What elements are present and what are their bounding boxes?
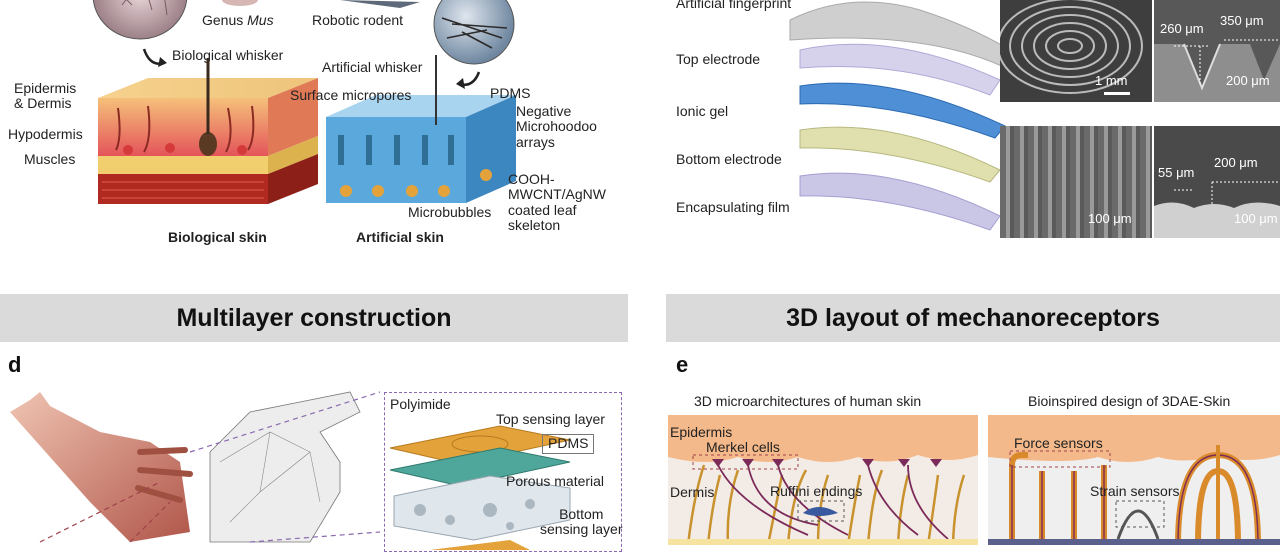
sem-image-cross-section-2: 55 μm 200 μm 100 μm: [1154, 126, 1280, 238]
mouse-skin-magnifier: [92, 0, 188, 40]
scale-100um-a: 100 μm: [1088, 211, 1132, 226]
fingerprint-label: Artificial fingerprint: [676, 0, 792, 11]
hypodermis-label: Hypodermis: [8, 126, 83, 142]
epidermis-dermis-label: Epidermis & Dermis: [14, 80, 77, 112]
sensor-layer-stack: [389, 425, 571, 550]
pdms-callout-box: [542, 434, 594, 454]
coated-skeleton-label: COOH- MWCNT/AgNW coated leaf skeleton: [508, 171, 606, 234]
banner-multilayer-construction: Multilayer construction: [0, 294, 628, 342]
exploded-layer-stack: [789, 1, 1011, 231]
merkel-cells-label: Merkel cells: [706, 439, 780, 455]
dermis-label: Dermis: [670, 484, 715, 500]
human-skin-cross-section: [668, 415, 978, 546]
genus-label: Genus Mus: [202, 12, 274, 28]
polyimide-label: Polyimide: [390, 396, 451, 412]
ruffini-endings-label: Ruffini endings: [770, 483, 863, 499]
ionic-gel-label: Ionic gel: [676, 103, 729, 119]
epidermis-label: Epidermis: [670, 424, 733, 440]
sem-image-texture: 100 μm: [1000, 126, 1152, 238]
artificial-skin-block: [326, 55, 516, 203]
force-sensors-label: Force sensors: [1014, 435, 1103, 451]
human-skin-title: 3D microarchitectures of human skin: [694, 393, 922, 409]
robotic-rodent-icon: [340, 0, 420, 8]
microbubbles-label: Microbubbles: [408, 204, 492, 220]
scale-1mm: 1 mm: [1095, 73, 1128, 88]
artificial-skin-caption: Artificial skin: [356, 229, 444, 245]
scale-200um: 200 μm: [1226, 73, 1270, 88]
muscles-label: Muscles: [24, 151, 76, 167]
biological-whisker-label: Biological whisker: [172, 47, 284, 63]
bioinspired-title: Bioinspired design of 3DAE-Skin: [1028, 393, 1231, 409]
top-electrode-label: Top electrode: [676, 51, 761, 67]
sem-image-cross-section-1: 260 μm 350 μm 200 μm: [1154, 0, 1280, 102]
scale-bar: [1104, 92, 1130, 95]
top-sensing-label: Top sensing layer: [496, 411, 605, 427]
sem-image-spiral: 1 mm: [1000, 0, 1152, 102]
bioinspired-skin-cross-section: [988, 415, 1280, 546]
curved-arrow-icon: [456, 71, 481, 89]
mouse-icon: [222, 0, 258, 6]
curved-arrow-icon: [142, 48, 167, 67]
porous-material-label: Porous material: [506, 473, 605, 489]
artificial-whisker-label: Artificial whisker: [322, 59, 423, 75]
surface-micropores-label: Surface micropores: [290, 87, 412, 103]
whisker-magnifier: [433, 0, 515, 65]
biological-skin-block: [98, 58, 318, 204]
panel-letter-e: e: [676, 352, 689, 377]
strain-sensors-label: Strain sensors: [1090, 483, 1180, 499]
scale-100um-b: 100 μm: [1234, 211, 1278, 226]
negative-arrays-label: Negative Microhoodoo arrays: [516, 103, 597, 150]
biological-skin-caption: Biological skin: [168, 229, 267, 245]
banner-3d-layout: 3D layout of mechanoreceptors: [666, 294, 1280, 342]
pdms-label-a: PDMS: [490, 85, 531, 101]
encapsulating-film-label: Encapsulating film: [676, 199, 790, 215]
scale-55um: 55 μm: [1158, 165, 1195, 180]
bottom-sensing-label: Bottom sensing layer: [540, 506, 623, 538]
scale-350um: 350 μm: [1220, 13, 1264, 28]
robotic-rodent-label: Robotic rodent: [312, 12, 404, 28]
scale-260um: 260 μm: [1160, 21, 1204, 36]
pdms-label-d: PDMS: [548, 435, 589, 451]
hand-illustrations: [10, 391, 381, 543]
panel-letter-d: d: [8, 352, 22, 377]
scale-200um-b: 200 μm: [1214, 155, 1258, 170]
bottom-electrode-label: Bottom electrode: [676, 151, 782, 167]
